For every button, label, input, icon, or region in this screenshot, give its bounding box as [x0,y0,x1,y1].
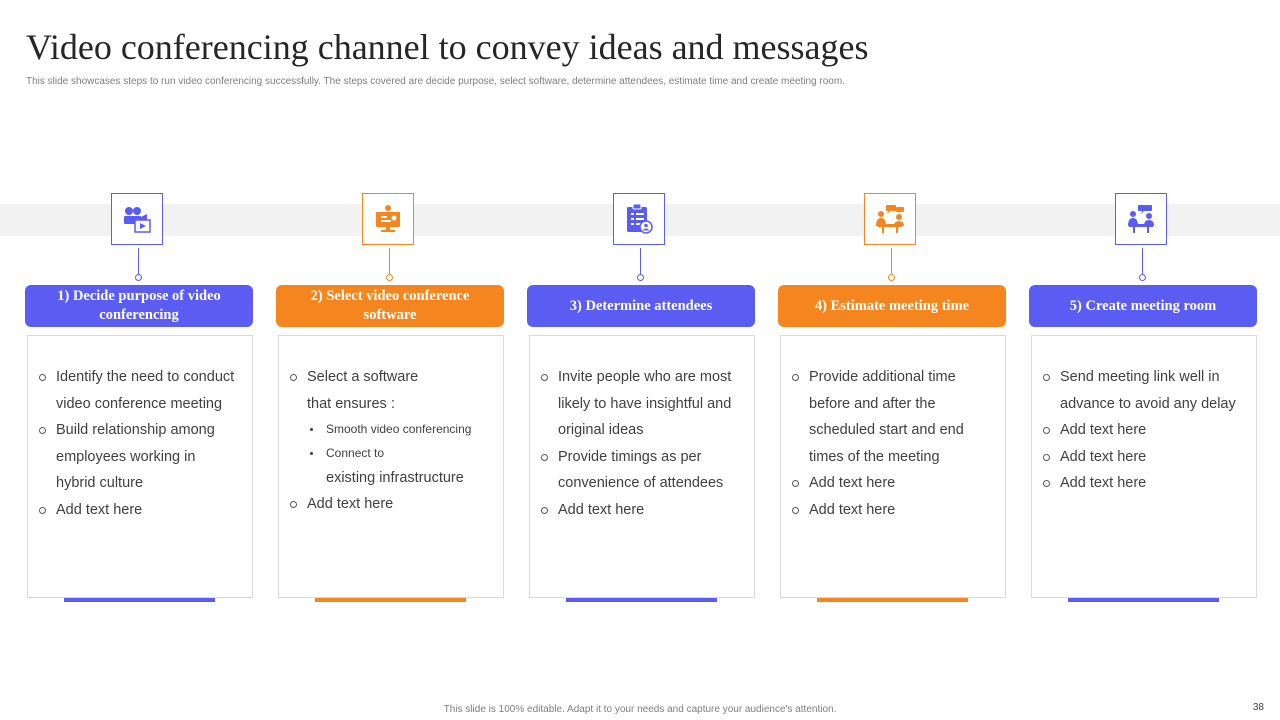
meeting-room-icon [1115,193,1167,245]
list-item: Add text here [539,497,748,524]
card-underline [817,598,968,602]
connector-dot [637,274,644,281]
meeting-table-icon [864,193,916,245]
connector-line [640,248,641,274]
connector-dot [386,274,393,281]
slide-title: Video conferencing channel to convey ide… [26,27,869,67]
attendee-clipboard-icon [613,193,665,245]
connector-line [1142,248,1143,274]
slide-subtitle: This slide showcases steps to run video … [26,76,845,87]
connector-line [891,248,892,274]
step-1: 1) Decide purpose of video conferencing … [25,0,253,720]
list-item: Add text here [37,497,246,524]
step-5: 5) Create meeting room Send meeting link… [1029,0,1257,720]
list-item: Add text here [1041,417,1250,444]
sub-list-item: Connect to [307,441,497,465]
step-4-header: 4) Estimate meeting time [778,285,1006,327]
page-number: 38 [1252,702,1264,713]
list-item: Add text here [288,491,497,518]
step-2: 2) Select video conference software Sele… [276,0,504,720]
step-3-header: 3) Determine attendees [527,285,755,327]
card-underline [566,598,717,602]
step-4: 4) Estimate meeting time Provide additio… [778,0,1006,720]
card-underline [64,598,215,602]
list-item: Add text here [790,470,999,497]
step-5-header: 5) Create meeting room [1029,285,1257,327]
step-2-header: 2) Select video conference software [276,285,504,327]
list-item: Add text here [1041,470,1250,497]
connector-dot [135,274,142,281]
connector-line [389,248,390,274]
step-1-header: 1) Decide purpose of video conferencing [25,285,253,327]
list-item: Add text here [790,497,999,524]
sub-list-item: Smooth video conferencing [307,417,497,441]
list-item: Add text here [1041,444,1250,471]
video-camera-icon [111,193,163,245]
monitor-presentation-icon [362,193,414,245]
connector-dot [1139,274,1146,281]
connector-dot [888,274,895,281]
card-underline [315,598,466,602]
slide-footer: This slide is 100% editable. Adapt it to… [443,704,837,715]
connector-line [138,248,139,274]
card-underline [1068,598,1219,602]
step-3: 3) Determine attendees Invite people who… [527,0,755,720]
